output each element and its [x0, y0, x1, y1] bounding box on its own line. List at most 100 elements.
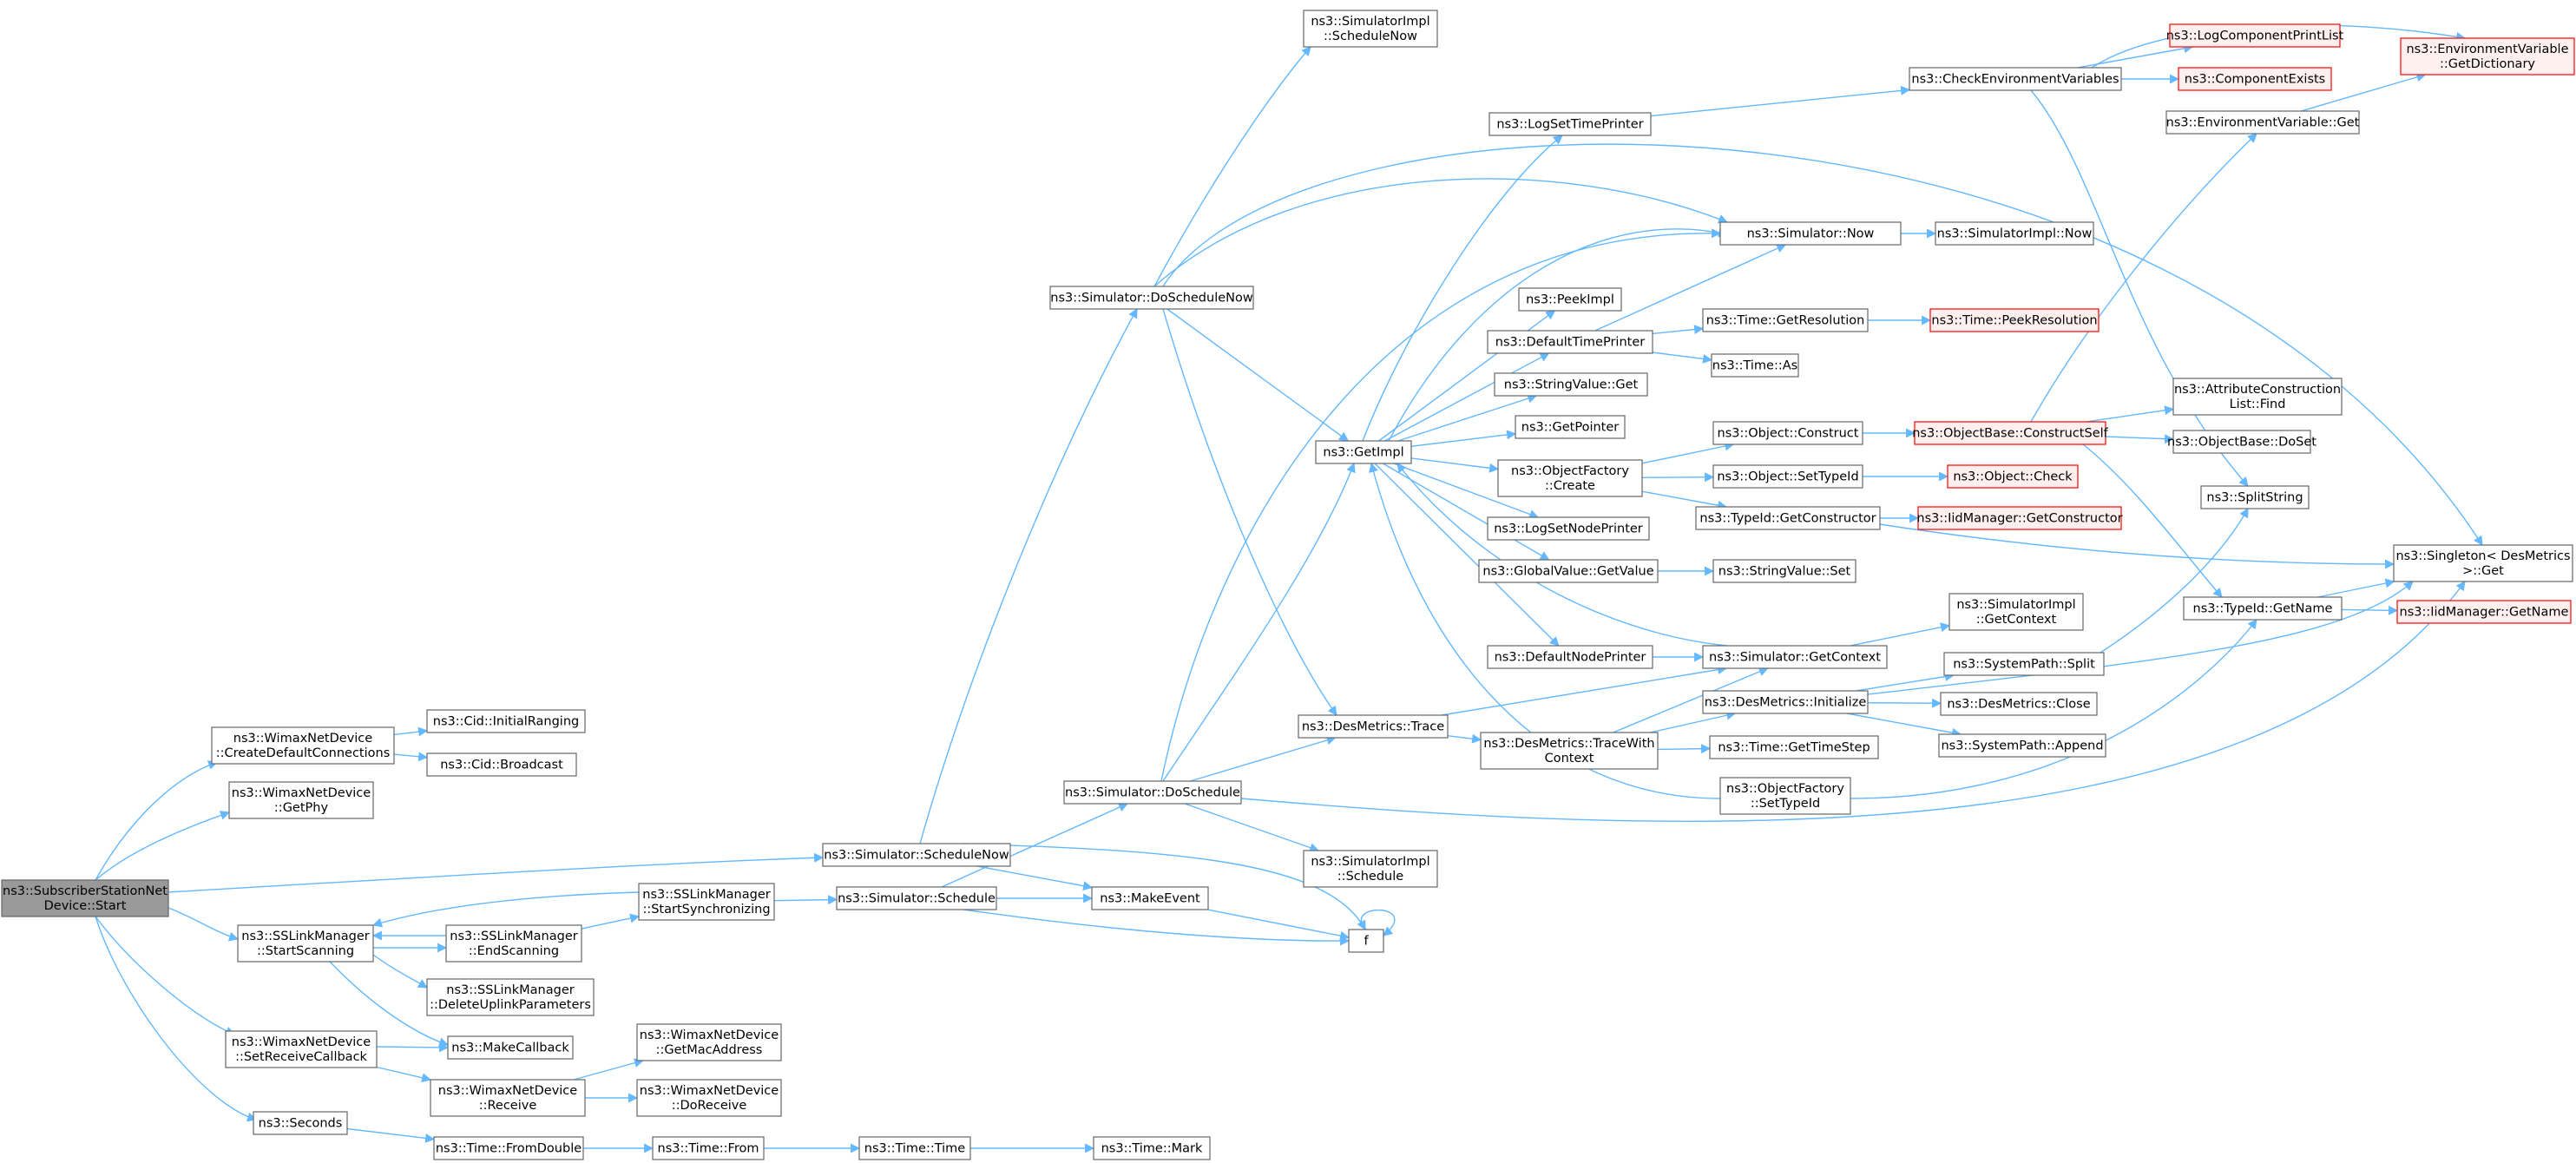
node-t_fd[interactable]: ns3::Time::FromDouble	[433, 1136, 584, 1160]
node-ssl_ss[interactable]: ns3::SSLinkManager::StartScanning	[237, 924, 374, 963]
node-box	[1948, 593, 2084, 631]
node-sim_now[interactable]: ns3::Simulator::Now	[1719, 221, 1902, 246]
node-ssl_sy[interactable]: ns3::SSLinkManager::StartSynchronizing	[638, 883, 775, 921]
node-sim_dsn[interactable]: ns3::Simulator::DoScheduleNow	[1049, 286, 1254, 310]
node-dm_tr[interactable]: ns3::DesMetrics::Trace	[1298, 714, 1449, 739]
node-box	[652, 1136, 765, 1160]
node-box	[1487, 516, 1650, 541]
node-sv_get[interactable]: ns3::StringValue::Get	[1494, 372, 1648, 397]
node-ob_cs[interactable]: ns3::ObjectBase::ConstructSelf	[1912, 421, 2109, 445]
node-sp_app[interactable]: ns3::SystemPath::Append	[1938, 733, 2106, 758]
node-split[interactable]: ns3::SplitString	[2200, 485, 2310, 509]
node-ssl_dup[interactable]: ns3::SSLinkManager::DeleteUplinkParamete…	[426, 978, 595, 1016]
call-edge-dm_tr-to-sim_gc	[1441, 665, 1728, 716]
node-of_create[interactable]: ns3::ObjectFactory::Create	[1497, 459, 1643, 497]
node-mk_cb[interactable]: ns3::MakeCallback	[447, 1035, 574, 1060]
node-label: ns3::IidManager::GetConstructor	[1916, 512, 2122, 526]
node-tid_gn[interactable]: ns3::TypeId::GetName	[2183, 596, 2343, 621]
node-f[interactable]: f	[1348, 929, 1384, 953]
node-simi_sn[interactable]: ns3::SimulatorImpl::ScheduleNow	[1303, 10, 1438, 48]
node-t_time[interactable]: ns3::Time::Time	[858, 1136, 971, 1160]
node-t_from[interactable]: ns3::Time::From	[652, 1136, 765, 1160]
node-sv_set[interactable]: ns3::StringValue::Set	[1712, 559, 1856, 583]
node-sim_sn[interactable]: ns3::Simulator::ScheduleNow	[822, 843, 1011, 867]
call-edge-lstp-to-cev	[1650, 85, 1911, 117]
node-wnd_src[interactable]: ns3::WimaxNetDevice::SetReceiveCallback	[225, 1030, 378, 1068]
node-of_sti[interactable]: ns3::ObjectFactory::SetTypeId	[1719, 777, 1851, 815]
node-gv_gv[interactable]: ns3::GlobalValue::GetValue	[1478, 559, 1659, 583]
node-wnd_rx[interactable]: ns3::WimaxNetDevice::Receive	[430, 1079, 586, 1117]
node-dnp[interactable]: ns3::DefaultNodePrinter	[1487, 645, 1653, 669]
node-wnd_cdc[interactable]: ns3::WimaxNetDevice::CreateDefaultConnec…	[211, 726, 395, 765]
node-obj_chk[interactable]: ns3::Object::Check	[1947, 464, 2079, 489]
node-t_gts[interactable]: ns3::Time::GetTimeStep	[1709, 735, 1879, 759]
call-edge-dm_twc-to-t_gts	[1657, 744, 1712, 754]
node-box	[447, 1035, 574, 1060]
node-iidm_gn[interactable]: ns3::IidManager::GetName	[2396, 600, 2572, 624]
node-label: ns3::SystemPath::Split	[1953, 658, 2095, 672]
node-sp_split[interactable]: ns3::SystemPath::Split	[1943, 652, 2105, 676]
node-mk_ev[interactable]: ns3::MakeEvent	[1091, 886, 1209, 910]
node-t_pr[interactable]: ns3::Time::PeekResolution	[1929, 308, 2100, 332]
node-label: ns3::LogSetNodePrinter	[1494, 522, 1643, 536]
node-lcpl[interactable]: ns3::LogComponentPrintList	[2166, 23, 2344, 48]
node-label: ns3::Object::Construct	[1718, 427, 1859, 441]
node-t_gr[interactable]: ns3::Time::GetResolution	[1702, 308, 1869, 332]
node-label: ns3::MakeCallback	[451, 1041, 569, 1055]
node-label: ns3::WimaxNetDevice	[232, 1035, 371, 1049]
call-edge-ssl_es-to-ssl_sy	[581, 913, 641, 930]
node-wnd_drx[interactable]: ns3::WimaxNetDevice::DoReceive	[636, 1079, 782, 1117]
node-simi_s[interactable]: ns3::SimulatorImpl::Schedule	[1303, 850, 1438, 888]
node-wnd_gma[interactable]: ns3::WimaxNetDevice::GetMacAddress	[636, 1023, 782, 1061]
node-cev[interactable]: ns3::CheckEnvironmentVariables	[1909, 67, 2122, 91]
node-label: ns3::Simulator::ScheduleNow	[824, 849, 1009, 863]
call-edge-sim_dsn-to-singleton	[1162, 143, 2483, 546]
node-sim_s[interactable]: ns3::Simulator::Schedule	[836, 886, 997, 910]
node-lsnp[interactable]: ns3::LogSetNodePrinter	[1487, 516, 1650, 541]
node-ev_get[interactable]: ns3::EnvironmentVariable::Get	[2165, 110, 2360, 135]
node-label: ns3::TypeId::GetName	[2193, 602, 2333, 616]
node-label: ns3::Simulator::DoScheduleNow	[1050, 292, 1253, 306]
node-seconds[interactable]: ns3::Seconds	[253, 1111, 348, 1135]
node-obj_con[interactable]: ns3::Object::Construct	[1712, 421, 1863, 445]
node-compex[interactable]: ns3::ComponentExists	[2178, 67, 2332, 91]
node-label: ns3::ObjectBase::ConstructSelf	[1912, 427, 2108, 441]
node-ssl_es[interactable]: ns3::SSLinkManager::EndScanning	[445, 924, 582, 963]
node-sim_ds[interactable]: ns3::Simulator::DoSchedule	[1063, 780, 1242, 805]
node-peekimpl[interactable]: ns3::PeekImpl	[1518, 287, 1622, 312]
node-cid_ir[interactable]: ns3::Cid::InitialRanging	[426, 709, 586, 733]
node-label: ns3::SSLinkManager	[642, 888, 770, 902]
node-t_mark[interactable]: ns3::Time::Mark	[1093, 1136, 1211, 1160]
call-edge-getimpl-to-lstp	[1362, 135, 1563, 442]
node-singleton[interactable]: ns3::Singleton< DesMetrics>::Get	[2393, 544, 2573, 582]
node-box	[1049, 286, 1254, 310]
node-lstp[interactable]: ns3::LogSetTimePrinter	[1488, 112, 1652, 136]
node-box	[445, 924, 582, 963]
node-sim_gc[interactable]: ns3::Simulator::GetContext	[1702, 645, 1888, 669]
node-iidm_gc[interactable]: ns3::IidManager::GetConstructor	[1916, 506, 2123, 530]
node-wnd_gp[interactable]: ns3::WimaxNetDevice::GetPhy	[228, 781, 374, 819]
node-simi_gc[interactable]: ns3::SimulatorImpl::GetContext	[1948, 593, 2084, 631]
call-edge-ssl_sy-to-ssl_ss	[371, 891, 640, 928]
call-edge-sp_split-to-split	[2100, 508, 2249, 654]
node-getimpl[interactable]: ns3::GetImpl	[1315, 440, 1412, 464]
node-dm_init[interactable]: ns3::DesMetrics::Initialize	[1702, 690, 1869, 714]
call-edge-root-to-wnd_src	[95, 916, 236, 1036]
node-label: ns3::DesMetrics::Initialize	[1705, 696, 1867, 710]
node-ev_gd[interactable]: ns3::EnvironmentVariable::GetDictionary	[2400, 37, 2575, 76]
node-obj_sti[interactable]: ns3::Object::SetTypeId	[1712, 464, 1863, 489]
node-ob_ds[interactable]: ns3::ObjectBase::DoSet	[2167, 430, 2316, 454]
node-dtp[interactable]: ns3::DefaultTimePrinter	[1487, 330, 1653, 354]
node-tid_gc[interactable]: ns3::TypeId::GetConstructor	[1695, 506, 1881, 530]
node-cid_bc[interactable]: ns3::Cid::Broadcast	[426, 752, 577, 777]
call-edge-sim_s-to-sim_ds	[941, 803, 1129, 888]
node-simi_now[interactable]: ns3::SimulatorImpl::Now	[1935, 221, 2094, 246]
node-t_as[interactable]: ns3::Time::As	[1711, 353, 1799, 378]
call-edge-sim_ds-to-sim_now	[1160, 228, 1722, 782]
call-edge-getimpl-to-of_create	[1410, 457, 1500, 473]
node-getptr[interactable]: ns3::GetPointer	[1515, 415, 1626, 439]
node-dm_close[interactable]: ns3::DesMetrics::Close	[1940, 692, 2098, 716]
